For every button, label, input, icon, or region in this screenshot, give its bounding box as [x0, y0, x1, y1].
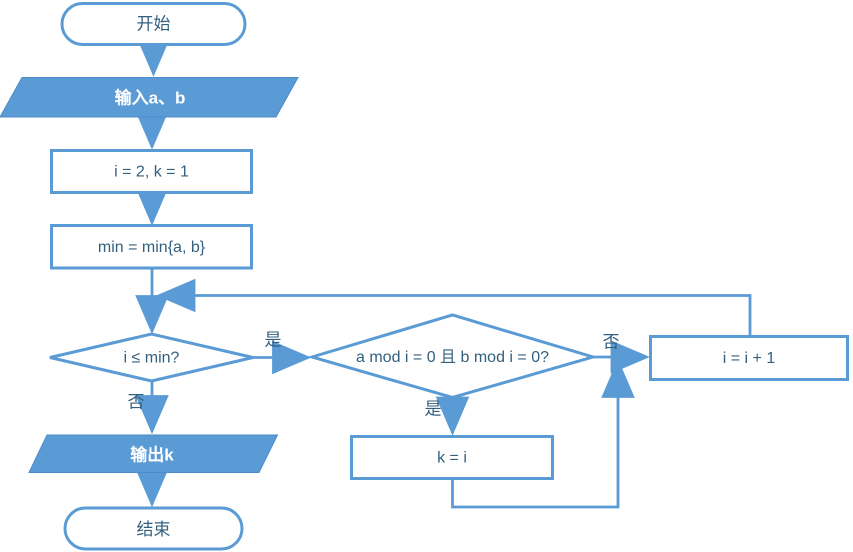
end-label: 结束: [137, 520, 171, 539]
cond-mod-shape: [306, 313, 599, 400]
cond-loop-no-label: 否: [128, 393, 145, 412]
output-k-label: 输出k: [130, 445, 174, 465]
increment-shape: [649, 335, 849, 381]
output-k-shape: [28, 434, 279, 473]
init-shape: [50, 149, 253, 194]
edges: [135, 37, 752, 509]
node-cond-mod: a mod i = 0 且 b mod i = 0?: [306, 313, 599, 400]
cond-loop-shape: [49, 332, 254, 383]
min-shape: [50, 224, 253, 270]
end-shape: [63, 506, 244, 551]
increment-label: i = i + 1: [723, 350, 776, 367]
cond-loop-label: i ≤ min?: [124, 350, 180, 367]
node-cond-loop: i ≤ min?: [49, 332, 254, 383]
node-min: min = min{a, b}: [50, 224, 253, 270]
edge-assign-merge: [451, 358, 635, 509]
input-ab-shape: [0, 77, 299, 118]
node-end: 结束: [63, 506, 244, 551]
node-increment: i = i + 1: [649, 335, 849, 381]
cond-mod-label: a mod i = 0 且 b mod i = 0?: [356, 349, 549, 366]
init-label: i = 2, k = 1: [114, 164, 189, 181]
cond-mod-yes-label: 是: [425, 400, 442, 419]
node-init: i = 2, k = 1: [50, 149, 253, 194]
assign-k-label: k = i: [437, 450, 467, 467]
assign-k-shape: [350, 435, 554, 480]
node-output-k: 输出k: [28, 434, 279, 473]
node-assign-k: k = i: [350, 435, 554, 480]
cond-loop-yes-label: 是: [265, 331, 282, 350]
node-start: 开始: [60, 2, 247, 46]
cond-mod-no-label: 否: [603, 333, 620, 352]
edge-increment-feedback: [156, 278, 752, 336]
start-label: 开始: [137, 15, 171, 34]
input-ab-label: 输入a、b: [115, 88, 186, 108]
start-shape: [60, 2, 247, 46]
node-input-ab: 输入a、b: [0, 77, 299, 118]
edge-labels: 是 否 是 否: [128, 331, 620, 419]
min-label: min = min{a, b}: [98, 239, 206, 256]
